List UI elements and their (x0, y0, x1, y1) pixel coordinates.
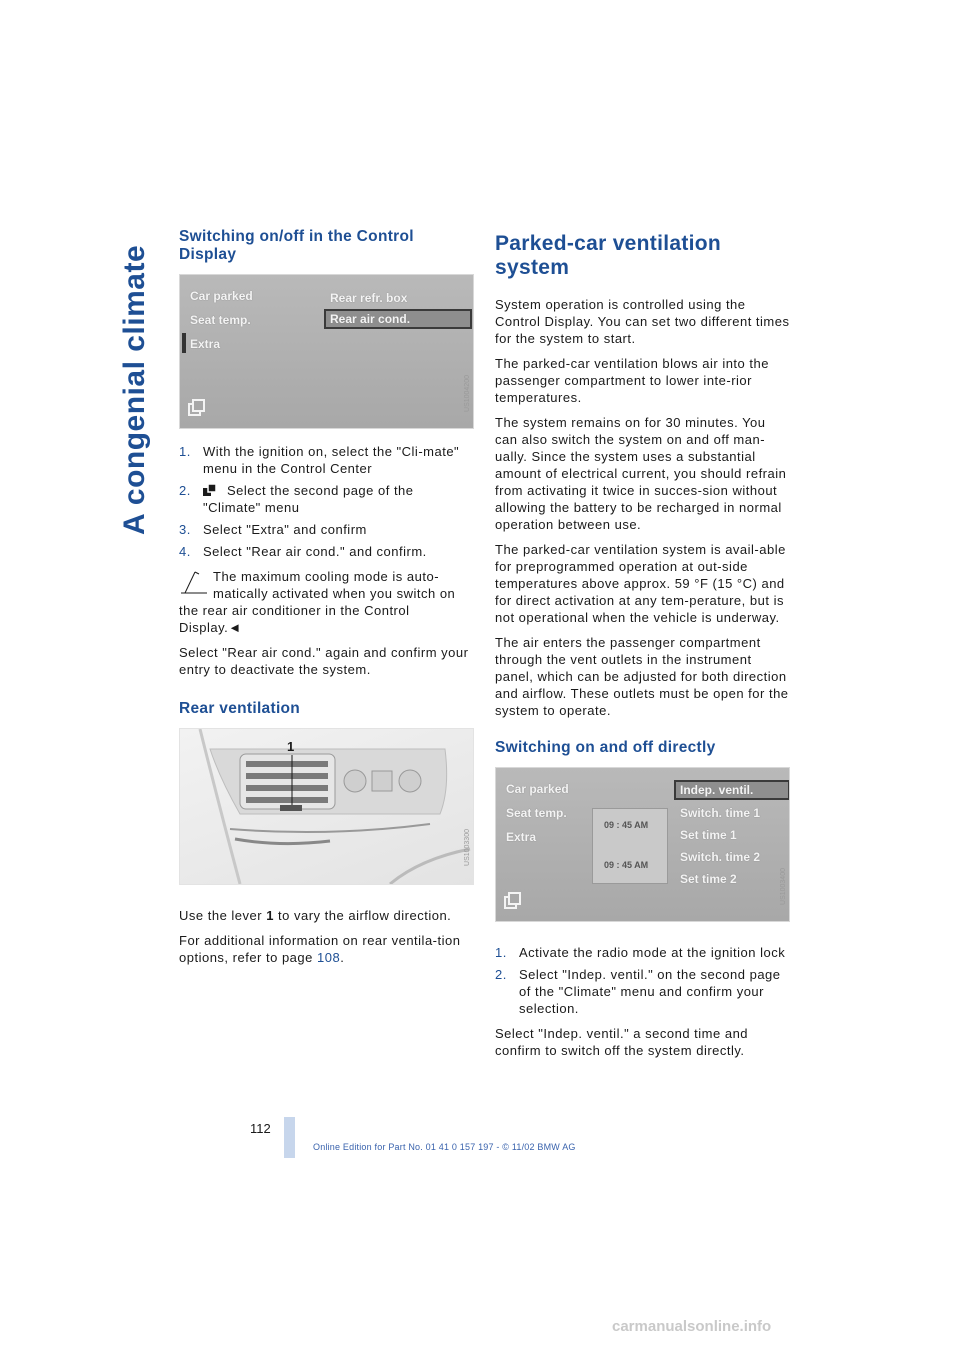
selection-marker (182, 333, 186, 353)
deactivate-text: Select "Rear air cond." again and confir… (179, 645, 469, 677)
menu-item-seat-temp: Seat temp. (190, 313, 251, 327)
menu-page-icon (203, 483, 217, 496)
menu-item-switch-time-2: Switch. time 2 (680, 850, 761, 864)
side-title: A congenial climate (112, 225, 152, 535)
steps-list-2: 1.Activate the radio mode at the ignitio… (495, 944, 790, 1017)
menu-item-car-parked: Car parked (190, 289, 253, 303)
menu-item-rear-refr-box: Rear refr. box (330, 291, 408, 305)
note-icon (179, 568, 207, 594)
menu-item-rear-air-cond: Rear air cond. (324, 309, 472, 329)
menu-item-indep-ventil: Indep. ventil. (674, 780, 789, 800)
section-title-control-display: Switching on/off in the Control Display (179, 228, 414, 263)
note-text: The maximum cooling mode is auto-matical… (179, 569, 456, 635)
page-bar (284, 1117, 295, 1158)
body-paragraph: The parked-car ventilation system is ava… (495, 542, 786, 625)
menu-item-extra: Extra (190, 337, 221, 351)
timer-panel (592, 808, 668, 884)
page-number: 112 (250, 1121, 271, 1136)
menu-page-icon (504, 892, 521, 909)
page-link-108[interactable]: 108 (316, 950, 341, 965)
step-item: 1.With the ignition on, select the "Cli-… (179, 444, 460, 476)
menu-page-icon (188, 399, 205, 416)
menu-item-set-time-1: Set time 1 (680, 828, 737, 842)
step-item: 2. Select the second page of the "Climat… (179, 483, 414, 515)
steps-list-1: 1.With the ignition on, select the "Cli-… (179, 443, 474, 560)
control-display-screenshot-2: Car parked Seat temp. Extra 09 : 45 AM 0… (495, 767, 790, 922)
step-item: 4.Select "Rear air cond." and confirm. (179, 544, 427, 559)
left-column: Switching on/off in the Control Display … (179, 228, 474, 974)
control-display-screenshot-1: Car parked Seat temp. Extra Rear refr. b… (179, 274, 474, 429)
callout-1: 1 (287, 739, 295, 754)
body-paragraph: System operation is controlled using the… (495, 297, 790, 346)
section-title-switching-directly: Switching on and off directly (495, 739, 716, 756)
step-item: 3.Select "Extra" and confirm (179, 522, 367, 537)
time-2: 09 : 45 AM (604, 860, 649, 870)
step-item: 2.Select "Indep. ventil." on the second … (495, 967, 781, 1016)
lever-text: Use the lever 1 to vary the airflow dire… (179, 908, 452, 923)
menu-item-car-parked: Car parked (506, 782, 569, 796)
note-block: The maximum cooling mode is auto-matical… (179, 568, 474, 636)
image-code: US1004200 (464, 375, 471, 412)
menu-item-switch-time-1: Switch. time 1 (680, 806, 761, 820)
body-paragraph: The air enters the passenger compartment… (495, 635, 789, 718)
body-paragraph: The system remains on for 30 minutes. Yo… (495, 415, 787, 532)
menu-item-seat-temp: Seat temp. (506, 806, 567, 820)
main-title: Parked-car ventilation system (495, 232, 722, 279)
rear-vent-photo: 1 US1003300 (179, 728, 474, 885)
more-info-text: For additional information on rear venti… (179, 933, 461, 965)
step-item: 1.Activate the radio mode at the ignitio… (495, 945, 786, 960)
footer-text: Online Edition for Part No. 01 41 0 157 … (313, 1142, 576, 1152)
rear-vent-illustration (198, 729, 471, 884)
side-title-text: A congenial climate (118, 244, 151, 535)
section-title-rear-ventilation: Rear ventilation (179, 700, 301, 717)
image-code: US1003300 (464, 829, 471, 866)
body-paragraph: The parked-car ventilation blows air int… (495, 356, 769, 405)
right-column: Parked-car ventilation system System ope… (495, 232, 790, 1067)
watermark: carmanualsonline.info (612, 1318, 772, 1335)
end-mark: ◄ (228, 620, 242, 635)
time-1: 09 : 45 AM (604, 820, 649, 830)
menu-item-set-time-2: Set time 2 (680, 872, 737, 886)
image-code: US1003400 (780, 868, 787, 905)
final-text: Select "Indep. ventil." a second time an… (495, 1026, 749, 1058)
menu-item-extra: Extra (506, 830, 537, 844)
